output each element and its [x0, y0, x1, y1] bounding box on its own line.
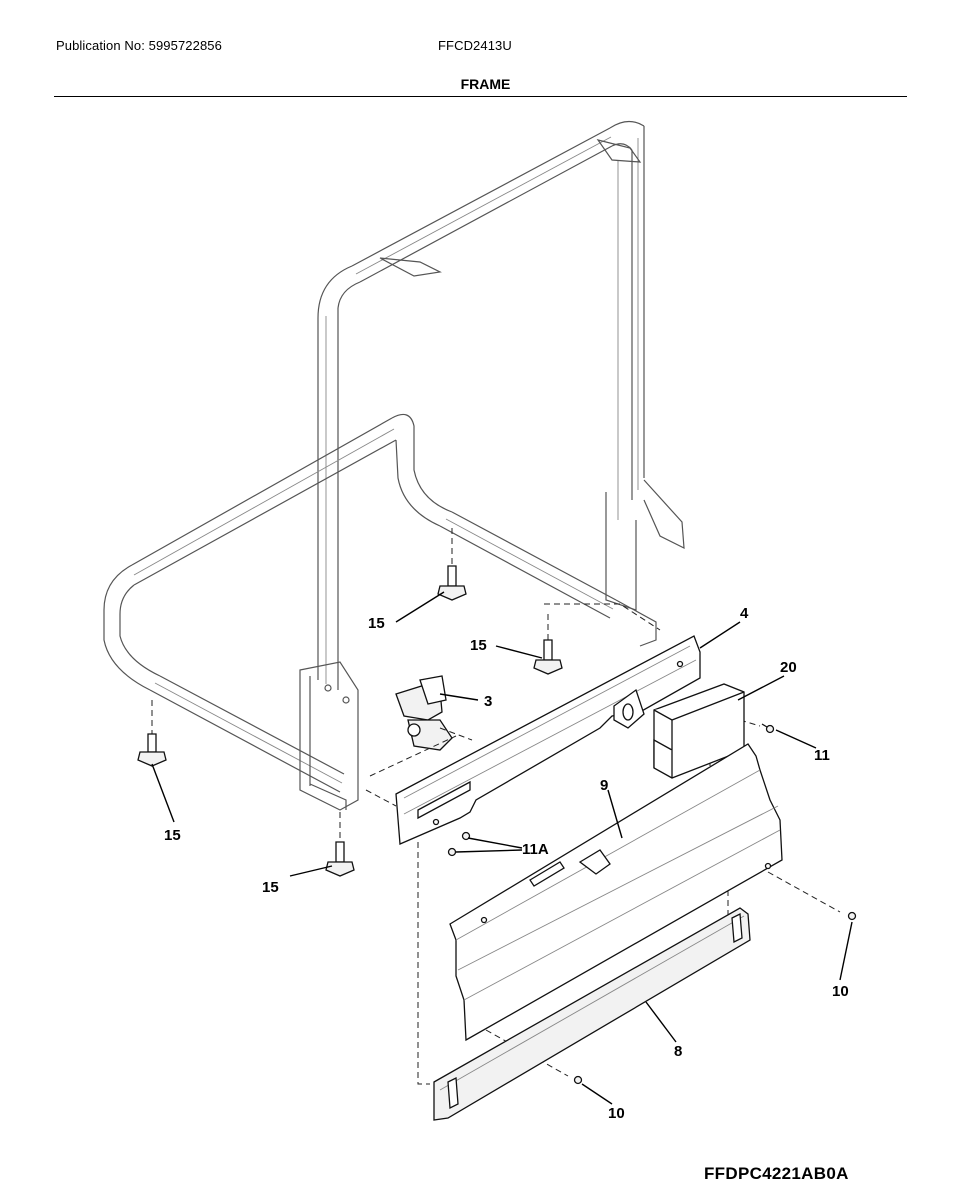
toe-panel [433, 907, 751, 1121]
base-frame [103, 413, 657, 811]
callout-leveling-leg-mid: 15 [470, 637, 487, 654]
leveling-leg-mid [533, 614, 563, 675]
rear-frame-upright [317, 120, 685, 690]
publication-number: Publication No: 5995722856 [56, 38, 222, 53]
callout-leveling-leg-front-center: 15 [262, 879, 279, 896]
water-valve [395, 675, 473, 751]
callout-toe-panel: 8 [674, 1043, 682, 1060]
callout-leveling-leg-rear: 15 [368, 615, 385, 632]
callout-leveling-leg-front-left: 15 [164, 827, 181, 844]
screw-right [847, 911, 857, 921]
callout-screw-right: 10 [832, 983, 849, 1000]
callout-cover: 20 [780, 659, 797, 676]
callout-valve: 3 [484, 693, 492, 710]
section-title: FRAME [460, 76, 511, 92]
callout-bracket: 4 [740, 605, 749, 622]
toe-panel-support [449, 743, 783, 1042]
valve-cover [653, 683, 745, 779]
screws-bracket [447, 831, 471, 857]
title-divider [54, 96, 907, 97]
leveling-leg-front-center [325, 812, 355, 877]
screw-bottom [573, 1075, 583, 1085]
leveling-leg-rear [437, 528, 467, 601]
callout-screws-bracket: 11A [522, 841, 549, 858]
leveling-leg-front-left [137, 700, 167, 767]
screw-cover [761, 723, 775, 734]
model-number: FFCD2413U [438, 38, 512, 53]
drawing-id: FFDPC4221AB0A [704, 1164, 849, 1183]
front-bracket [395, 635, 701, 845]
callout-support: 9 [600, 777, 608, 794]
callout-screw-bottom: 10 [608, 1105, 625, 1122]
callout-screw-cover: 11 [814, 747, 830, 764]
